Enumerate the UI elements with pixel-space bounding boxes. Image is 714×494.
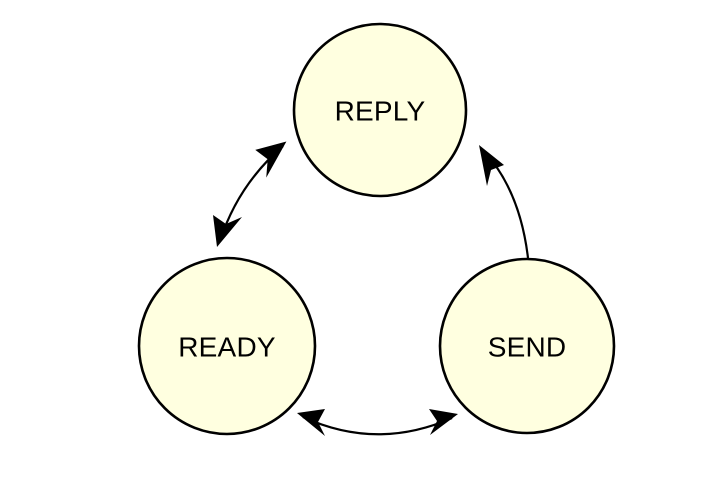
node-ready-circle[interactable] [137, 256, 317, 436]
edge-send-reply[interactable] [479, 145, 530, 259]
edge-ready-reply-arrowhead-end [255, 141, 287, 178]
node-send[interactable]: SEND [438, 257, 616, 435]
node-reply[interactable]: REPLY [292, 22, 468, 198]
edge-send-reply-arrowhead-end [479, 145, 504, 186]
edge-group [213, 141, 530, 436]
edge-ready-send-line [302, 416, 453, 436]
node-ready[interactable]: READY [137, 256, 317, 436]
node-reply-circle[interactable] [292, 22, 468, 198]
node-send-circle[interactable] [438, 257, 616, 435]
node-send-label: SEND [488, 332, 567, 363]
node-reply-label: REPLY [335, 96, 426, 127]
edge-ready-send-arrowhead-end [429, 409, 458, 435]
edge-ready-reply[interactable] [213, 141, 291, 247]
edge-ready-send[interactable] [297, 409, 458, 436]
edge-ready-send-arrowhead-start [297, 409, 325, 436]
edge-ready-reply-arrowhead-start [213, 215, 242, 247]
node-group: REPLY READY SEND [137, 22, 616, 436]
node-ready-label: READY [178, 332, 276, 363]
